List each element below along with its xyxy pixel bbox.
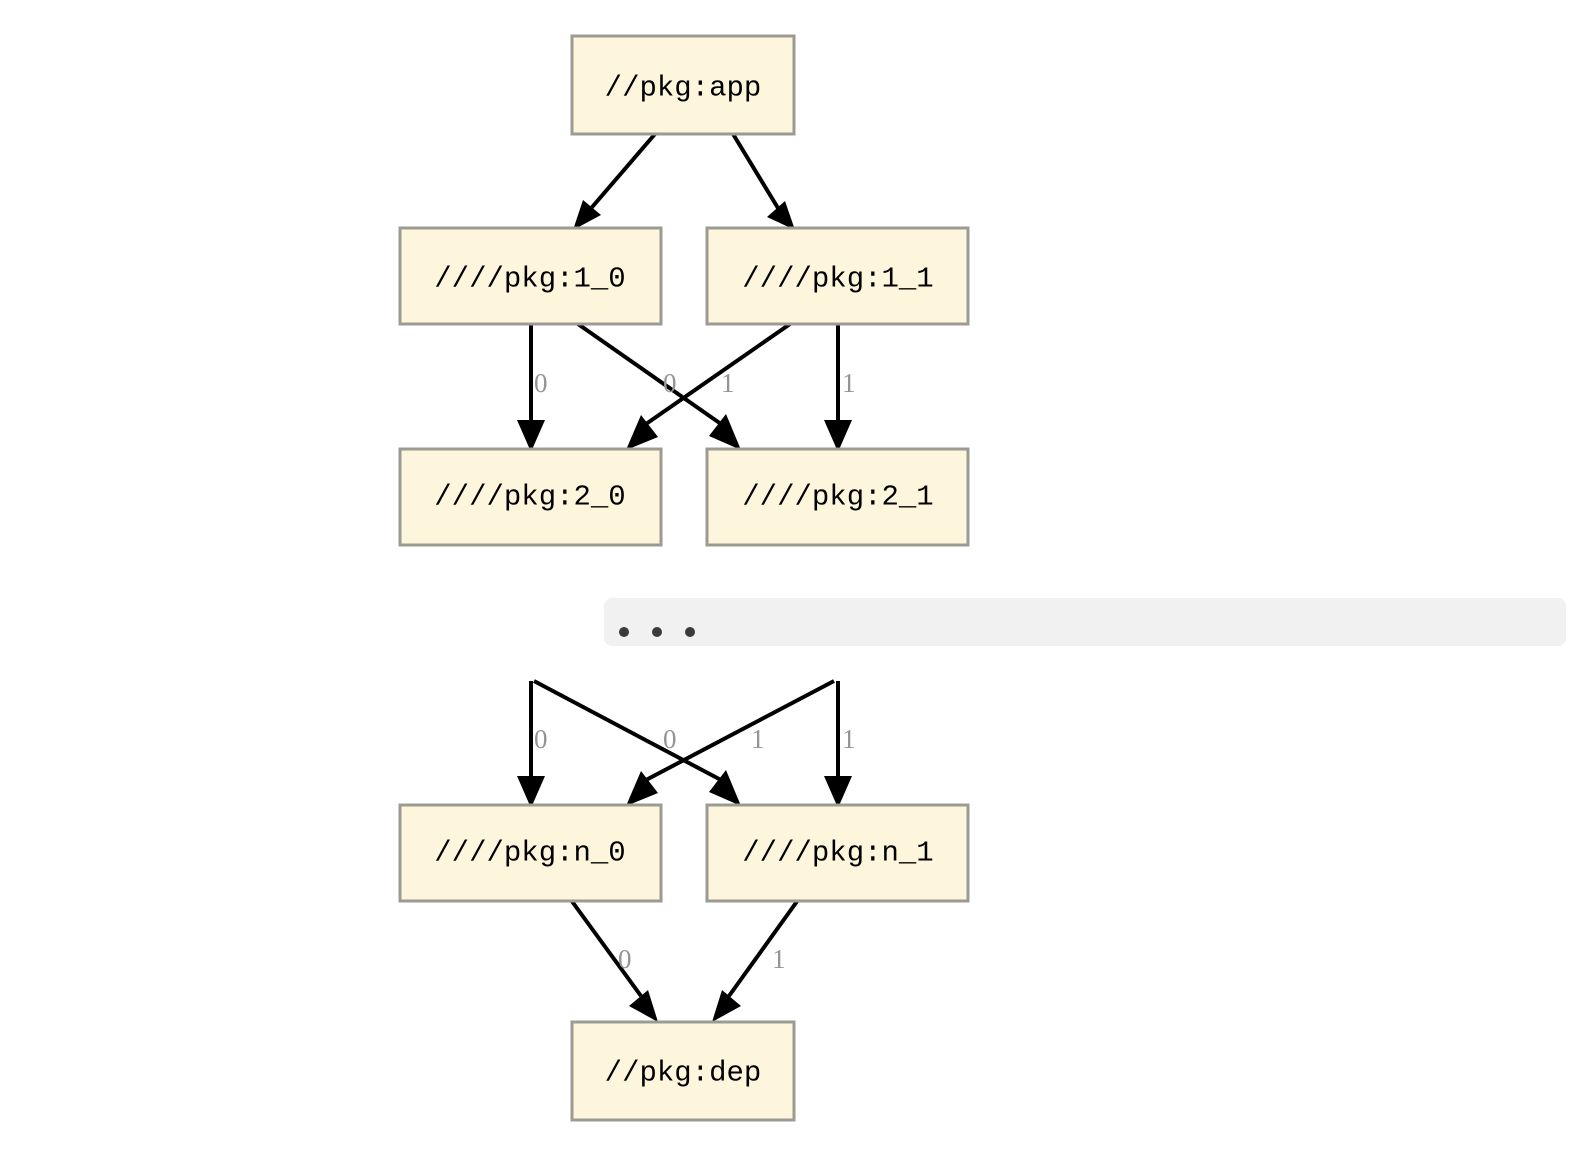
edge-1_1-to-2_0 (626, 322, 792, 450)
node-pkg-1_1[interactable]: ////pkg:1_1 (705, 226, 970, 326)
node-pkg-1_0-label: ////pkg:1_0 (434, 263, 625, 296)
edge-label-1_0-to-2_0: 0 (534, 368, 548, 398)
edge-n_1-to-dep (712, 898, 800, 1022)
node-pkg-2_1[interactable]: ////pkg:2_1 (705, 447, 970, 547)
edge-label-1_0-to-2_1: 1 (721, 368, 735, 398)
ellipsis-dot-1 (619, 627, 629, 637)
edge-app-to-1_1 (731, 132, 795, 230)
node-pkg-n_1-label: ////pkg:n_1 (742, 837, 933, 870)
edge-app-to-1_0 (573, 132, 657, 230)
edge-label-trunc-n_0-cross: 0 (663, 724, 677, 754)
node-pkg-1_0[interactable]: ////pkg:1_0 (398, 226, 663, 326)
node-dep[interactable]: //pkg:dep (570, 1020, 796, 1122)
node-pkg-n_1[interactable]: ////pkg:n_1 (705, 803, 970, 903)
ellipsis-dot-3 (685, 627, 695, 637)
node-pkg-1_1-label: ////pkg:1_1 (742, 263, 933, 296)
edge-label-trunc-n_1-cross: 1 (751, 724, 765, 754)
node-app-label: //pkg:app (605, 72, 762, 105)
edge-truncated-to-n_0-vertical (517, 681, 545, 808)
edge-truncated-to-n_1-cross (533, 679, 741, 806)
ellipsis-dot-2 (652, 627, 662, 637)
node-pkg-n_0-label: ////pkg:n_0 (434, 837, 625, 870)
node-dep-label: //pkg:dep (605, 1057, 762, 1090)
node-pkg-2_0[interactable]: ////pkg:2_0 (398, 447, 663, 547)
edge-1_1-to-2_1 (824, 324, 852, 452)
node-pkg-n_0[interactable]: ////pkg:n_0 (398, 803, 663, 903)
node-pkg-2_0-label: ////pkg:2_0 (434, 481, 625, 514)
node-app[interactable]: //pkg:app (570, 34, 796, 136)
node-pkg-2_1-label: ////pkg:2_1 (742, 481, 933, 514)
edge-label-n_0-to-dep: 0 (618, 944, 632, 974)
edge-truncated-to-n_0-cross (626, 679, 835, 806)
edge-label-1_1-to-2_1: 1 (842, 368, 856, 398)
edge-truncated-to-n_1-vertical (824, 681, 852, 808)
edge-1_0-to-2_1 (576, 322, 741, 450)
edge-label-trunc-n_0-vertical: 0 (534, 724, 548, 754)
edge-label-1_1-to-2_0: 0 (663, 368, 677, 398)
edge-label-trunc-n_1-vertical: 1 (842, 724, 856, 754)
ellipsis-separator (604, 598, 1566, 646)
edge-label-n_1-to-dep: 1 (772, 944, 786, 974)
edge-1_0-to-2_0 (517, 324, 545, 452)
edge-n_0-to-dep (569, 898, 658, 1022)
